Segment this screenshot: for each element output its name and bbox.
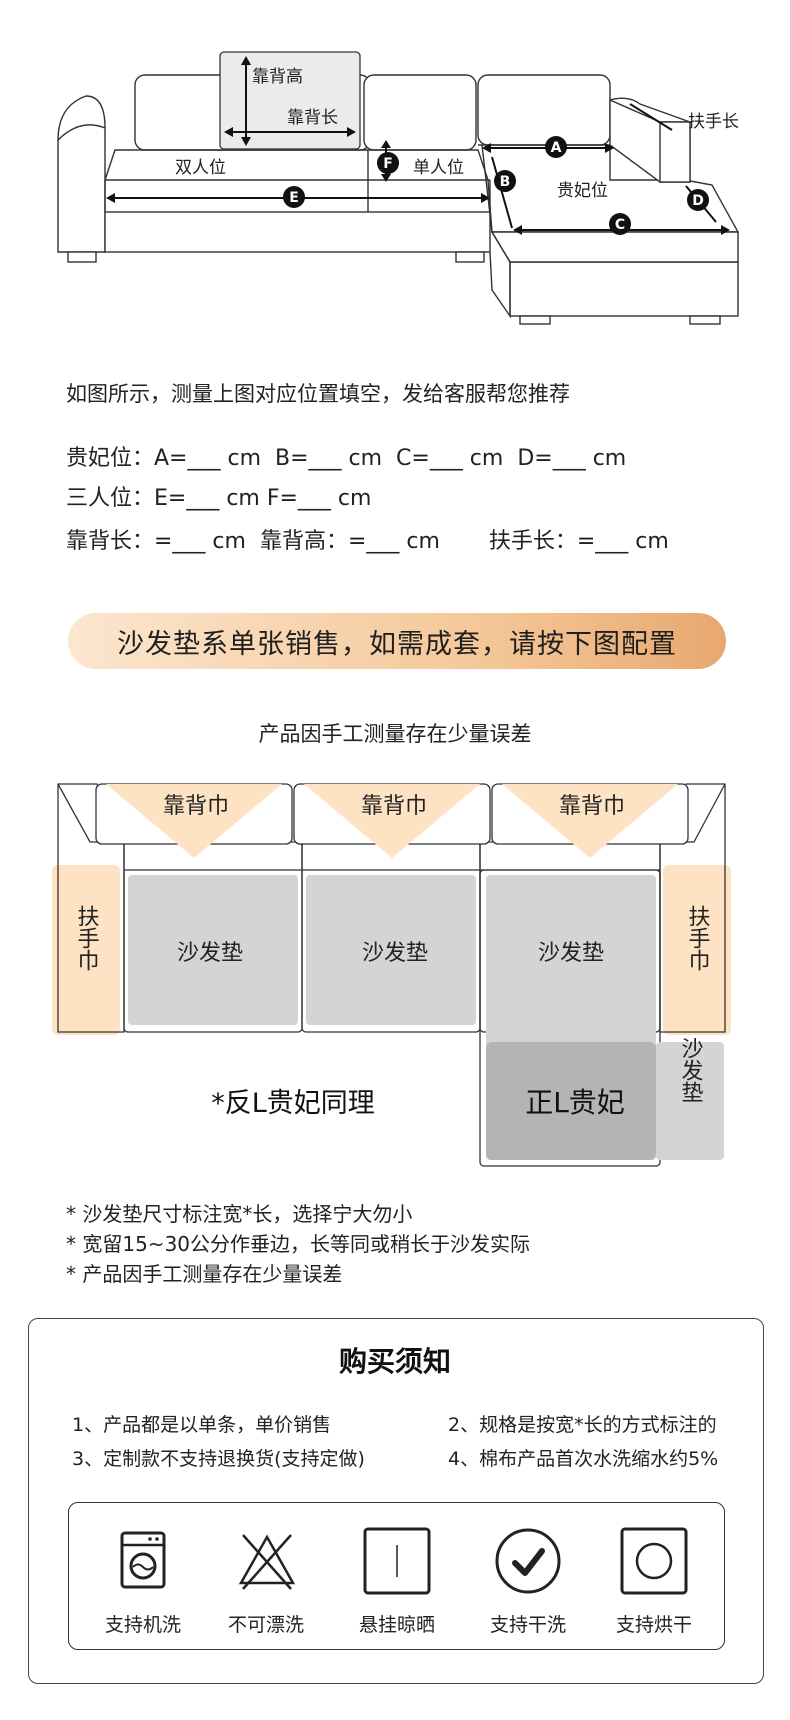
- cushion-layout-diagram: 靠背巾 靠背巾 靠背巾 沙发垫 沙发垫 沙发垫 正L贵妃 *反L贵妃同理 扶手巾…: [52, 783, 731, 1167]
- side-cushion: 沙发垫: [678, 1037, 704, 1103]
- marker-b: B: [500, 174, 511, 190]
- label-chaise: 贵妃位: [557, 181, 608, 201]
- sale-banner: 沙发垫系单张销售，如需成套，请按下图配置: [68, 613, 726, 669]
- layout-title: 产品因手工测量存在少量误差: [258, 722, 532, 746]
- mirror-note: *反L贵妃同理: [211, 1088, 375, 1119]
- label-backrest-length: 靠背长: [287, 108, 338, 128]
- care-label-machine-wash: 支持机洗: [104, 1614, 181, 1636]
- tumble-dry-icon: [620, 1527, 688, 1595]
- note-2: * 宽留15~30公分作垂边，长等同或稍长于沙发实际: [66, 1232, 531, 1256]
- notice-item-1: 1、产品都是以单条，单价销售: [72, 1414, 332, 1436]
- notice-item-2: 2、规格是按宽*长的方式标注的: [448, 1414, 717, 1436]
- cushion-1: 沙发垫: [177, 941, 243, 966]
- care-label-hang-dry: 悬挂晾晒: [358, 1614, 435, 1636]
- chaise-cushion: 正L贵妃: [525, 1086, 625, 1119]
- marker-c: C: [615, 217, 625, 233]
- fill-line-backrest: 靠背长：=___ cm 靠背高：=___ cm 扶手长：=___ cm: [66, 529, 669, 554]
- fill-line-chaise: 贵妃位：A=___ cm B=___ cm C=___ cm D=___ cm: [66, 446, 627, 471]
- label-backrest-height: 靠背高: [252, 67, 303, 87]
- note-1: * 沙发垫尺寸标注宽*长，选择宁大勿小: [66, 1202, 413, 1226]
- notice-item-4: 4、棉布产品首次水洗缩水约5%: [448, 1448, 719, 1470]
- no-bleach-icon: [238, 1534, 296, 1590]
- arm-towel-right: 扶手巾: [685, 905, 711, 971]
- arm-towel-left: 扶手巾: [74, 905, 100, 971]
- care-label-dry-clean: 支持干洗: [489, 1614, 566, 1636]
- label-double-seat: 双人位: [175, 158, 226, 178]
- cushion-2: 沙发垫: [362, 941, 428, 966]
- notice-item-3: 3、定制款不支持退换货(支持定做): [72, 1448, 365, 1470]
- marker-a: A: [551, 140, 562, 156]
- notice-title: 购买须知: [338, 1345, 451, 1378]
- care-box: [68, 1502, 725, 1650]
- purchase-notice-box: [28, 1318, 764, 1684]
- dry-clean-icon: [495, 1528, 561, 1594]
- care-label-no-bleach: 不可漂洗: [227, 1614, 304, 1636]
- note-3: * 产品因手工测量存在少量误差: [66, 1262, 343, 1286]
- back-towel-3: 靠背巾: [559, 794, 625, 819]
- back-towel-1: 靠背巾: [163, 794, 229, 819]
- cushion-3: 沙发垫: [538, 941, 604, 966]
- label-single-seat: 单人位: [413, 158, 464, 178]
- hang-dry-icon: [363, 1527, 431, 1595]
- label-armrest-length: 扶手长: [688, 112, 739, 132]
- washing-machine-icon: [120, 1531, 166, 1589]
- measure-markers: A B C D E F: [283, 136, 709, 235]
- intro-text: 如图所示，测量上图对应位置填空，发给客服帮您推荐: [66, 382, 570, 406]
- marker-e: E: [289, 190, 299, 206]
- fill-line-three-seat: 三人位：E=___ cm F=___ cm: [66, 486, 372, 511]
- back-towel-2: 靠背巾: [361, 794, 427, 819]
- marker-f: F: [383, 156, 393, 172]
- marker-d: D: [692, 193, 704, 209]
- sofa-measurement-diagram: A B C D E F 靠背高 靠背长 双人位 单人位 贵妃位 扶手长: [57, 51, 740, 325]
- care-label-tumble-dry: 支持烘干: [615, 1614, 692, 1636]
